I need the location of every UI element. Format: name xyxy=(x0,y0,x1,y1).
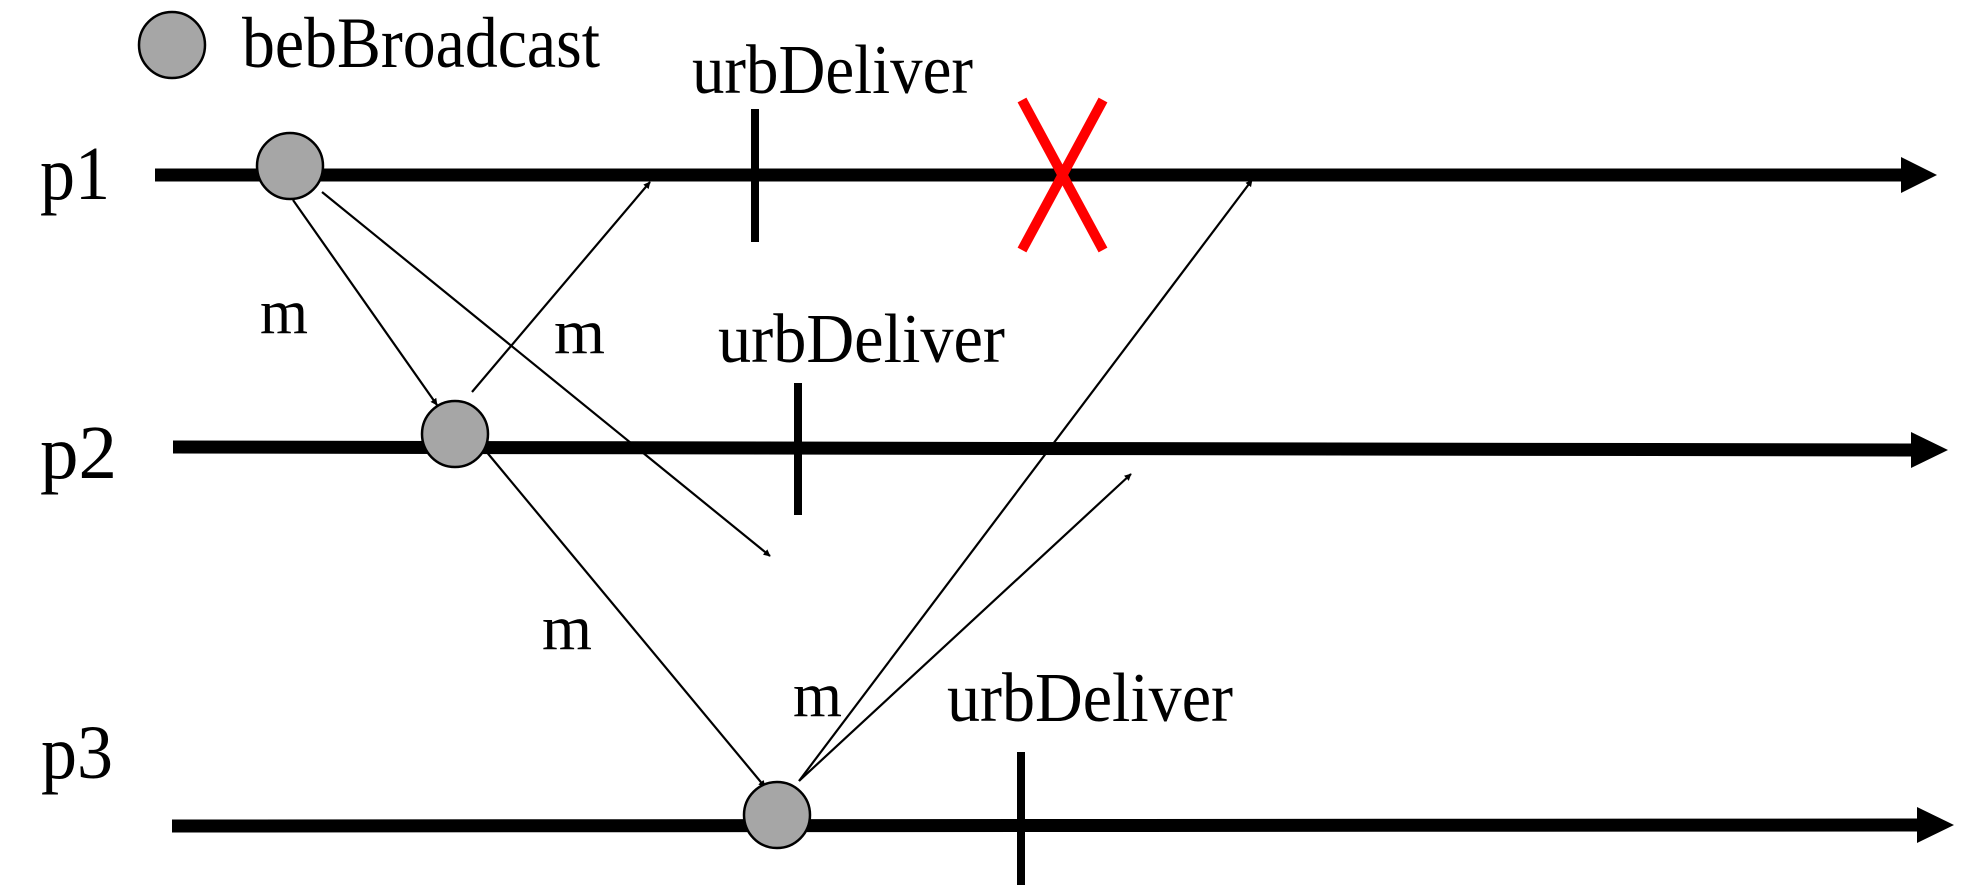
crash-x-stroke xyxy=(1017,97,1108,253)
message-p2-to-p1 xyxy=(471,181,651,393)
timeline-p1-arrowhead-icon xyxy=(1901,157,1937,193)
bebbroadcast-event-p2 xyxy=(420,399,490,469)
message-label: m xyxy=(554,296,605,367)
message-label: m xyxy=(542,592,592,663)
message-label: m xyxy=(793,659,842,730)
legend-bebbroadcast-icon xyxy=(137,10,207,80)
timeline-p3 xyxy=(171,807,1954,843)
message-p1-to-p2 xyxy=(292,199,438,406)
timeline-p3-arrowhead-icon xyxy=(1917,807,1954,843)
deliver-label-p1: urbDeliver xyxy=(692,32,973,109)
legend: bebBroadcast xyxy=(137,3,600,83)
bebbroadcast-event-p1 xyxy=(255,131,325,201)
deliver-label-p3: urbDeliver xyxy=(947,660,1233,737)
process-label-p1: p1 xyxy=(40,132,110,216)
crash-x-icon xyxy=(1017,97,1108,253)
bebbroadcast-event-p3 xyxy=(742,780,812,850)
messages xyxy=(292,179,1253,788)
message-label: m xyxy=(260,276,308,347)
deliver-label-p2: urbDeliver xyxy=(718,301,1005,378)
timeline-p2-arrowhead-icon xyxy=(1911,432,1948,468)
timeline-p1 xyxy=(155,157,1937,193)
message-p3-to-p2-pending xyxy=(798,473,1132,782)
timeline-p3-line xyxy=(171,818,1920,833)
message-p2-to-p3 xyxy=(484,449,766,788)
legend-label: bebBroadcast xyxy=(242,3,600,83)
process-label-p3: p3 xyxy=(41,711,113,795)
message-p3-to-p1 xyxy=(798,179,1253,782)
process-label-p2: p2 xyxy=(40,411,117,495)
message-p1-to-p3-lost xyxy=(321,191,771,557)
